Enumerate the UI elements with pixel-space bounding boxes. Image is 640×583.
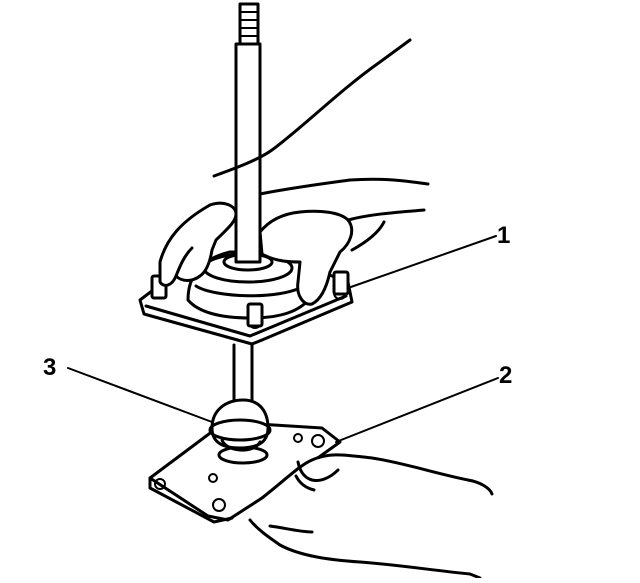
- studs: [150, 270, 350, 328]
- upper-hands: [158, 38, 430, 306]
- callout-1: 1: [497, 222, 511, 249]
- leader-line-2: [335, 377, 499, 443]
- leader-lines: [67, 235, 499, 443]
- leader-line-3: [67, 367, 213, 423]
- upper-shaft: [234, 2, 262, 264]
- leader-line-1: [347, 235, 497, 289]
- ball-pivot: [208, 398, 272, 452]
- lower-shaft: [232, 343, 254, 404]
- callout-2: 2: [499, 362, 513, 389]
- callout-3: 3: [43, 354, 57, 381]
- lower-hand: [248, 453, 494, 580]
